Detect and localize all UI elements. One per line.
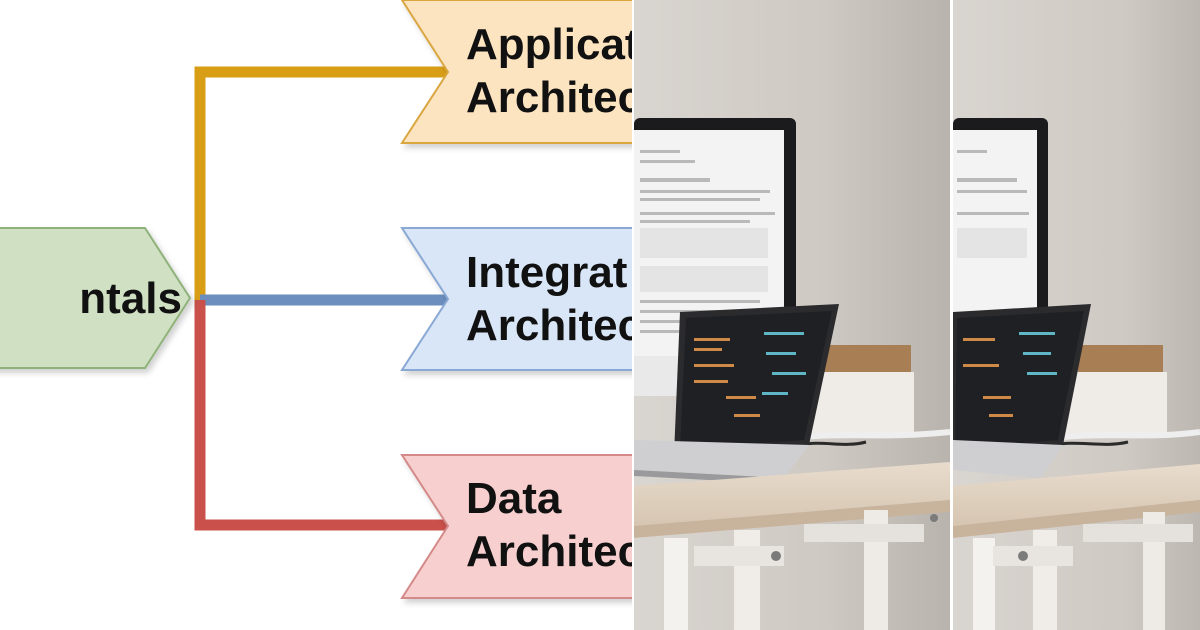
- node-application-shape: [400, 0, 632, 144]
- node-application-label: Applicat Architec: [466, 20, 632, 122]
- workspace-photo: [634, 0, 950, 630]
- connector-data: [194, 300, 455, 531]
- connector-application: [194, 66, 455, 300]
- node-data-shape: [400, 454, 632, 599]
- panel-divider: [950, 0, 953, 630]
- workspace-photo-repeat: [953, 0, 1200, 630]
- root-node-label: ntals: [79, 274, 182, 323]
- node-data-label: Data Architec: [466, 474, 632, 576]
- architecture-diagram: ntals Applicat Architec Integrat Archite…: [0, 0, 632, 599]
- root-node-shape: [0, 227, 192, 369]
- node-integration-label: Integrat Architec: [466, 248, 632, 350]
- workspace-photo-image: [634, 0, 950, 630]
- diagram-canvas: [0, 0, 632, 599]
- panel-divider: [632, 0, 634, 630]
- workspace-photo-repeat-image: [953, 0, 1200, 630]
- node-integration-shape: [400, 227, 632, 371]
